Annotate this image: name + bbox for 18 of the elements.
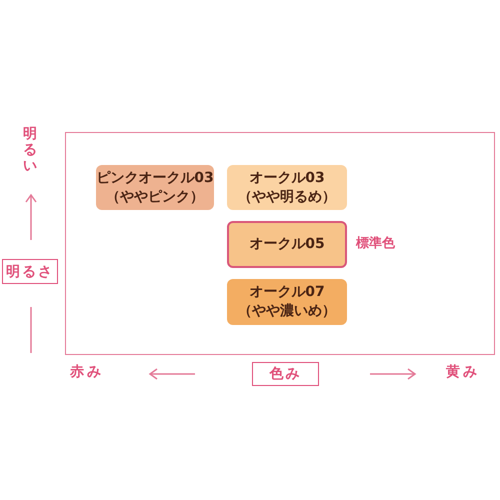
- shade-note: （やや明るめ）: [238, 188, 336, 206]
- shade-name: オークル05: [249, 235, 325, 254]
- axis-label: 赤み: [70, 364, 104, 380]
- shade-note: （ややピンク）: [106, 188, 204, 206]
- chart-frame: [65, 132, 495, 355]
- shade-swatch: [227, 221, 347, 268]
- shade-swatch: [227, 279, 347, 325]
- shade-name: ピンクオークル03: [96, 168, 214, 188]
- shade-name: オークル07: [249, 283, 325, 302]
- axis-label: 明るい: [22, 126, 38, 174]
- axis-title: 明るさ: [2, 259, 58, 284]
- axis-label: 黄み: [446, 364, 480, 380]
- shade-name: オークル03: [249, 168, 325, 188]
- shade-swatch: [227, 165, 347, 210]
- axis-title: 色み: [252, 362, 319, 386]
- note-label: 標準色: [356, 235, 395, 252]
- shade-swatch: [96, 165, 214, 210]
- shade-note: （やや濃いめ）: [238, 302, 336, 321]
